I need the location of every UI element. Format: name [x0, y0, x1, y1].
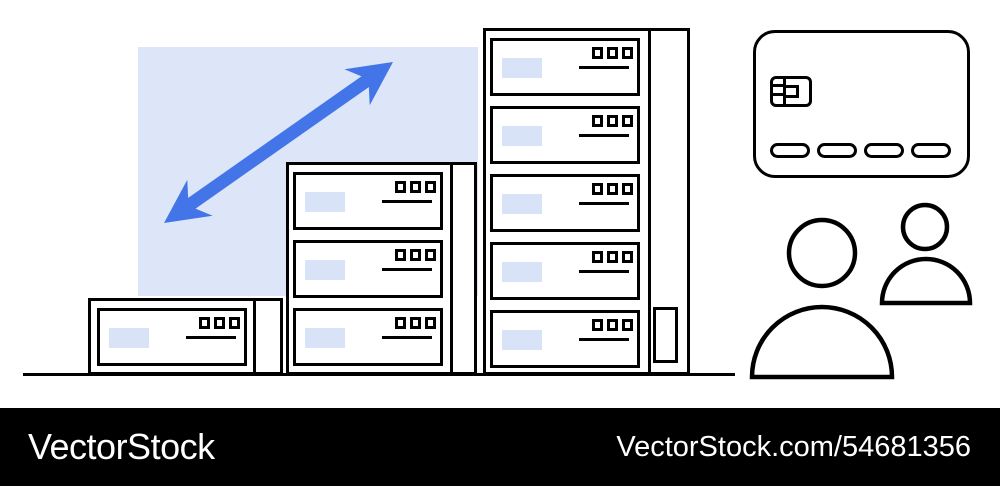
- led-icon: [229, 317, 240, 329]
- brand-logo: VectorStock: [28, 426, 215, 467]
- panel-label-rect: [502, 262, 542, 282]
- led-icon: [410, 249, 421, 261]
- led-icon: [607, 251, 618, 263]
- card-number-block: [864, 143, 904, 158]
- server-panel: [490, 242, 640, 300]
- led-icon: [622, 319, 633, 331]
- led-icon: [410, 181, 421, 193]
- panel-underline: [382, 200, 432, 203]
- rack-side-divider: [253, 301, 256, 372]
- led-icon: [395, 249, 406, 261]
- panel-label-rect: [502, 58, 542, 78]
- card-number-blocks: [770, 143, 951, 158]
- led-icon: [592, 47, 603, 59]
- panel-label-rect: [109, 328, 149, 348]
- led-icon: [592, 319, 603, 331]
- server-panel: [97, 308, 247, 366]
- server-panel: [293, 308, 443, 366]
- led-icon: [425, 181, 436, 193]
- server-panel: [490, 310, 640, 368]
- illustration-canvas: [23, 28, 973, 380]
- rack-panels: [293, 172, 443, 376]
- led-icon: [395, 317, 406, 329]
- user-small-head: [900, 202, 950, 252]
- user-large-body: [749, 304, 895, 380]
- rack-vent-slot: [653, 307, 678, 363]
- credit-card-icon: [753, 30, 970, 178]
- panel-buttons: [592, 115, 633, 127]
- panel-label-rect: [502, 194, 542, 214]
- panel-underline: [186, 336, 236, 339]
- card-number-block: [770, 143, 810, 158]
- attribution-url: VectorStock.com/54681356: [616, 430, 971, 463]
- panel-underline: [579, 338, 629, 341]
- led-icon: [622, 115, 633, 127]
- server-panel: [293, 172, 443, 230]
- panel-buttons: [592, 47, 633, 59]
- panel-label-rect: [502, 330, 542, 350]
- user-small-body: [879, 256, 973, 306]
- server-panel: [490, 38, 640, 96]
- led-icon: [607, 47, 618, 59]
- watermark-footer: VectorStock VectorStock.com/54681356: [0, 408, 1000, 486]
- ground-line: [23, 373, 735, 376]
- server-panel: [293, 240, 443, 298]
- panel-underline: [579, 270, 629, 273]
- server-panel: [490, 174, 640, 232]
- led-icon: [592, 183, 603, 195]
- led-icon: [214, 317, 225, 329]
- led-icon: [395, 181, 406, 193]
- led-icon: [607, 183, 618, 195]
- led-icon: [425, 317, 436, 329]
- led-icon: [425, 249, 436, 261]
- panel-underline: [579, 66, 629, 69]
- rack-side-divider: [648, 31, 651, 372]
- led-icon: [410, 317, 421, 329]
- panel-buttons: [592, 319, 633, 331]
- users-icon: [749, 202, 973, 380]
- panel-underline: [579, 134, 629, 137]
- panel-buttons: [395, 181, 436, 193]
- led-icon: [622, 251, 633, 263]
- panel-buttons: [395, 317, 436, 329]
- panel-underline: [382, 336, 432, 339]
- card-chip-icon: [770, 76, 812, 107]
- led-icon: [622, 183, 633, 195]
- rack-side-divider: [450, 165, 453, 372]
- panel-buttons: [199, 317, 240, 329]
- panel-label-rect: [305, 192, 345, 212]
- panel-label-rect: [305, 260, 345, 280]
- server-panel: [490, 106, 640, 164]
- user-large-head: [786, 217, 858, 289]
- led-icon: [607, 115, 618, 127]
- led-icon: [607, 319, 618, 331]
- rack-panels: [490, 38, 640, 378]
- led-icon: [199, 317, 210, 329]
- three-unit-rack: [286, 162, 477, 375]
- single-unit-rack: [88, 298, 283, 375]
- panel-buttons: [592, 251, 633, 263]
- five-unit-rack: [483, 28, 690, 375]
- led-icon: [592, 115, 603, 127]
- card-number-block: [911, 143, 951, 158]
- card-number-block: [817, 143, 857, 158]
- panel-label-rect: [305, 328, 345, 348]
- panel-buttons: [395, 249, 436, 261]
- panel-label-rect: [502, 126, 542, 146]
- panel-underline: [382, 268, 432, 271]
- panel-underline: [579, 202, 629, 205]
- panel-buttons: [592, 183, 633, 195]
- led-icon: [592, 251, 603, 263]
- rack-panels: [97, 308, 247, 376]
- led-icon: [622, 47, 633, 59]
